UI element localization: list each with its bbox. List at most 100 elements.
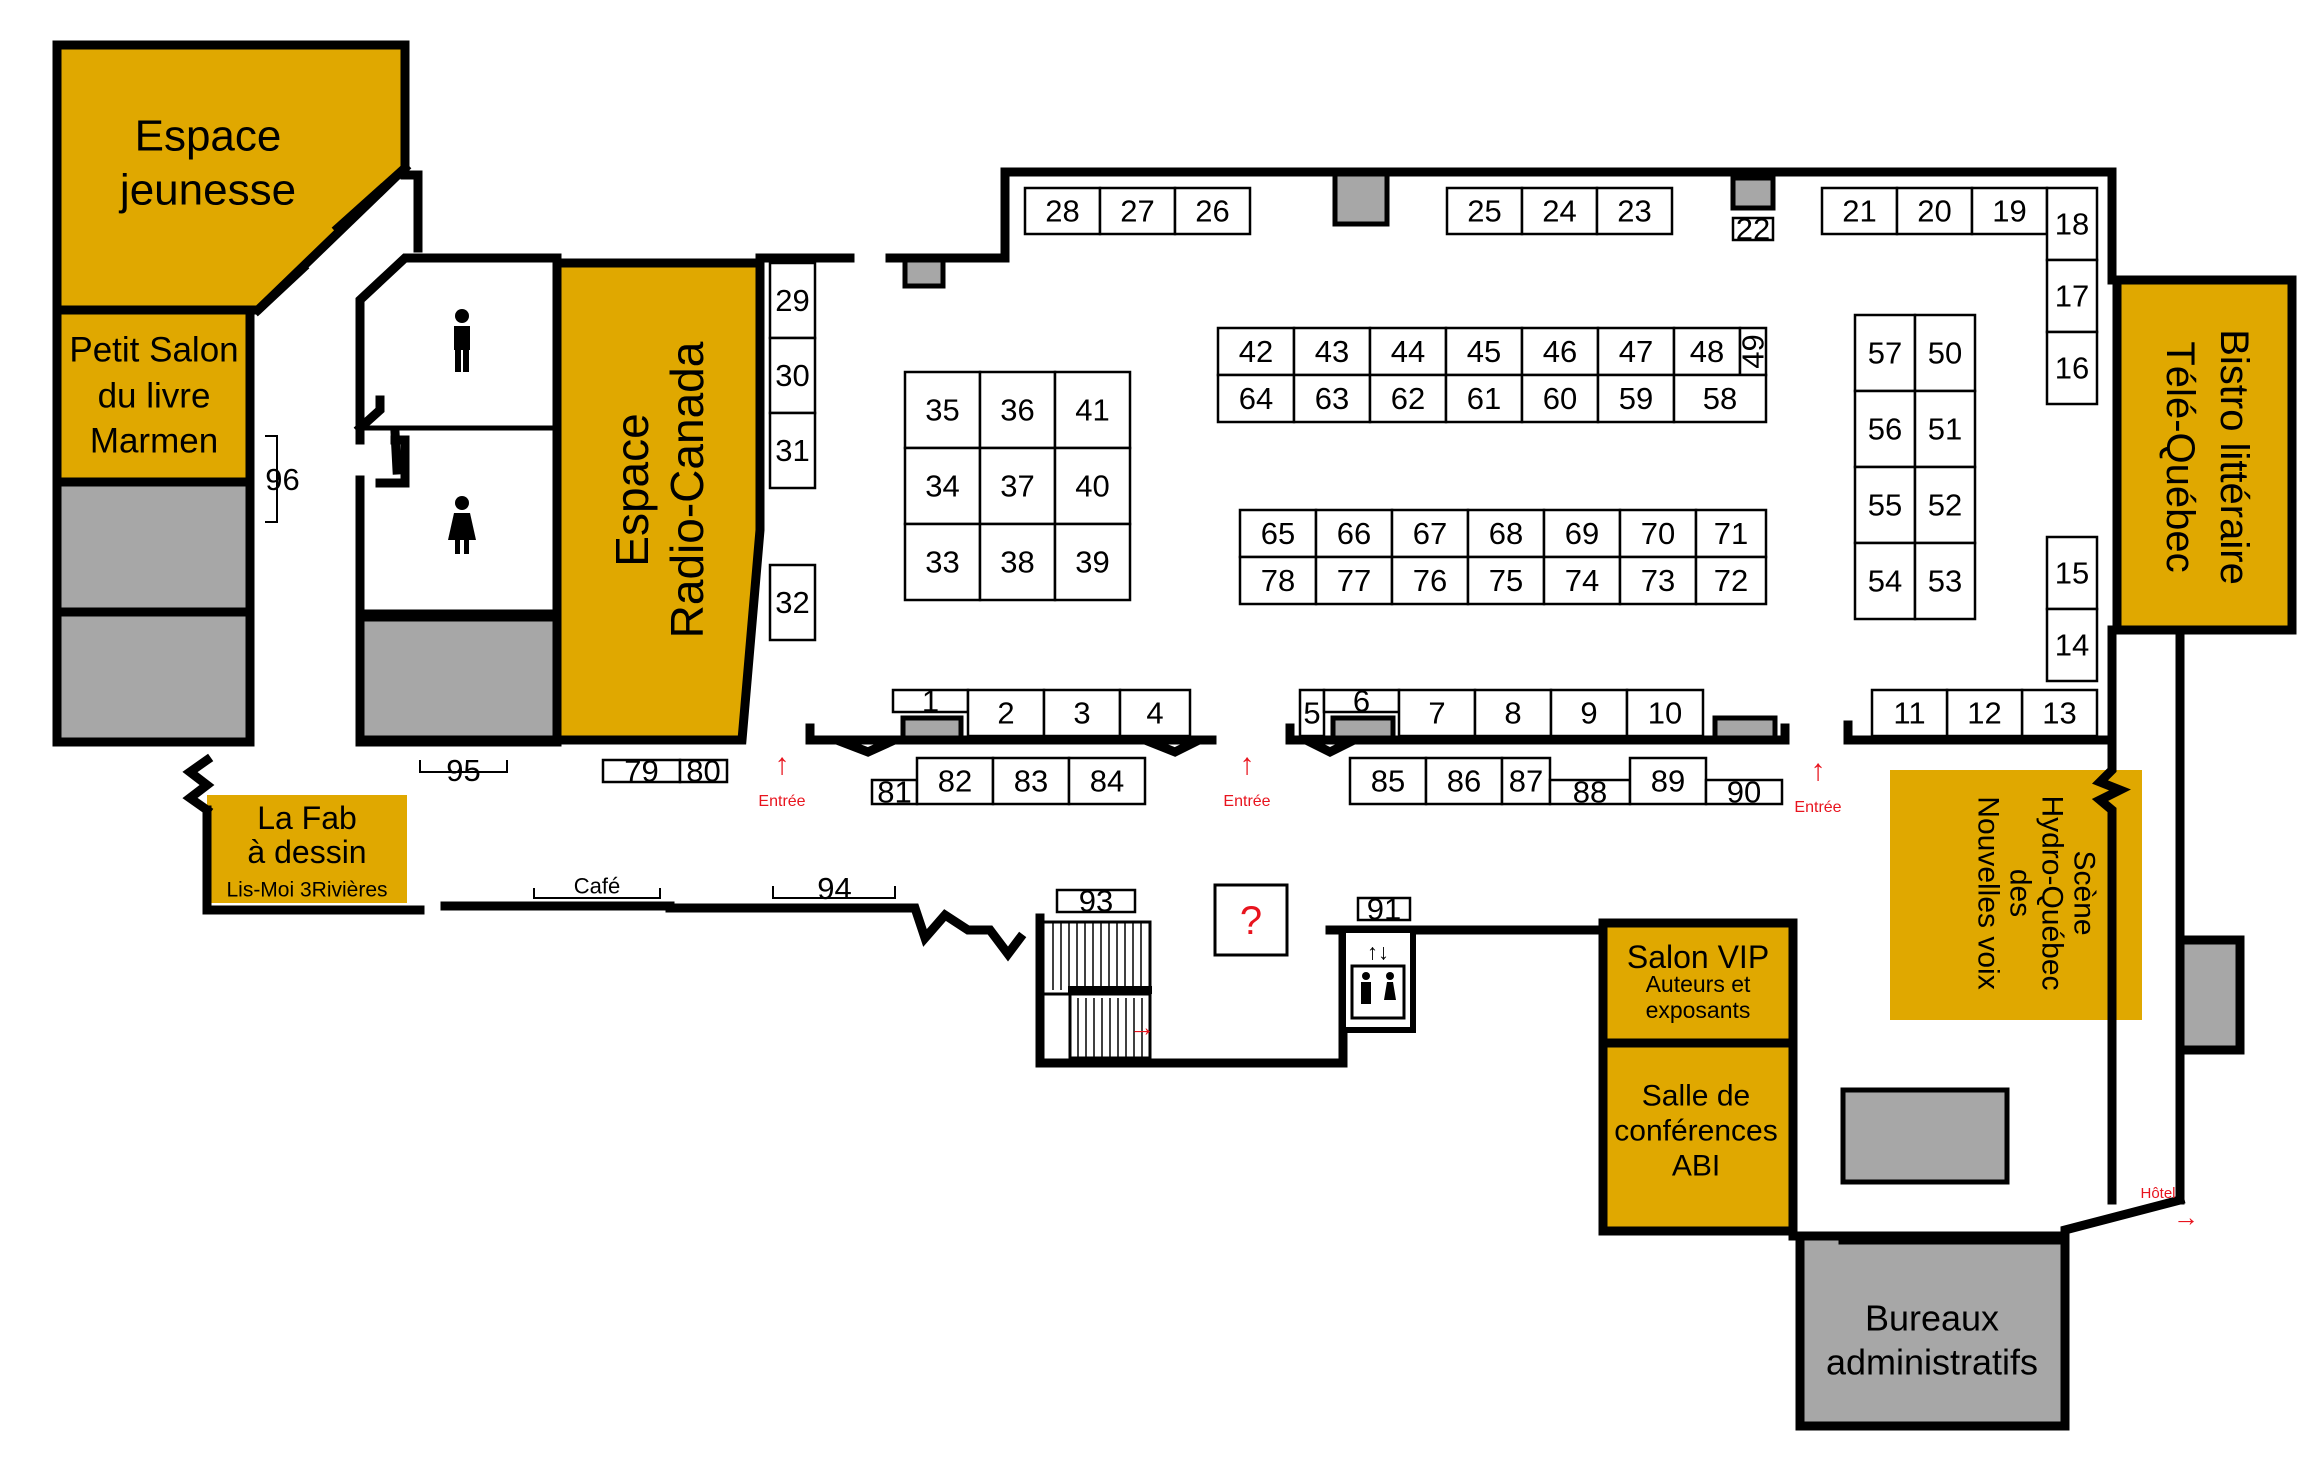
booth-34[interactable]: 34 [903,446,982,526]
booth-88[interactable]: 88 [1548,775,1632,810]
booth-55[interactable]: 55 [1853,465,1917,545]
booth-44[interactable]: 44 [1368,326,1448,377]
booth-84[interactable]: 84 [1067,756,1147,806]
booth-33[interactable]: 33 [903,522,982,602]
booth-96[interactable]: 96 [265,462,299,497]
booth-40[interactable]: 40 [1053,446,1132,526]
booth-91[interactable]: 91 [1356,892,1412,927]
booth-43[interactable]: 43 [1292,326,1372,377]
booth-95[interactable]: 95 [446,753,480,788]
booth-16[interactable]: 16 [2045,330,2099,406]
booth-76[interactable]: 76 [1390,555,1470,606]
booth-59[interactable]: 59 [1596,373,1676,424]
booth-89[interactable]: 89 [1628,756,1708,806]
booth-8[interactable]: 8 [1473,688,1553,738]
booth-87[interactable]: 87 [1500,756,1552,806]
booth-90[interactable]: 90 [1704,775,1784,810]
booth-62[interactable]: 62 [1368,373,1448,424]
booth-60[interactable]: 60 [1520,373,1600,424]
booth-51[interactable]: 51 [1913,389,1977,469]
zone-salle-conferences[interactable] [1598,1038,1798,1236]
zone-bistro[interactable] [2112,275,2297,635]
booth-57[interactable]: 57 [1853,313,1917,393]
booth-37[interactable]: 37 [978,446,1057,526]
booth-3[interactable]: 3 [1042,688,1122,738]
booth-24[interactable]: 24 [1520,186,1599,236]
booth-53[interactable]: 53 [1913,541,1977,621]
booth-2[interactable]: 2 [966,688,1046,738]
info-desk[interactable] [1213,883,1289,957]
zone-radio-canada[interactable] [552,258,765,745]
booth-94[interactable]: 94 [817,871,851,906]
booth-80[interactable]: 80 [678,754,729,789]
zone-petit-salon[interactable] [52,305,255,487]
booth-23[interactable]: 23 [1595,186,1674,236]
booth-15[interactable]: 15 [2045,535,2099,611]
booth-64[interactable]: 64 [1216,373,1296,424]
booth-49[interactable]: 49 [1736,326,1771,377]
booth-61[interactable]: 61 [1444,373,1524,424]
booth-27[interactable]: 27 [1098,186,1177,236]
booth-63[interactable]: 63 [1292,373,1372,424]
booth-13[interactable]: 13 [2020,688,2099,738]
booth-71[interactable]: 71 [1694,508,1768,559]
booth-5[interactable]: 5 [1298,688,1326,738]
booth-74[interactable]: 74 [1542,555,1622,606]
booth-68[interactable]: 68 [1466,508,1546,559]
booth-56[interactable]: 56 [1853,389,1917,469]
booth-19[interactable]: 19 [1970,186,2049,236]
booth-70[interactable]: 70 [1618,508,1698,559]
booth-26[interactable]: 26 [1173,186,1252,236]
booth-65[interactable]: 65 [1238,508,1318,559]
booth-66[interactable]: 66 [1314,508,1394,559]
booth-17[interactable]: 17 [2045,258,2099,334]
booth-58[interactable]: 58 [1672,373,1768,424]
booth-1[interactable]: 1 [891,684,970,719]
booth-9[interactable]: 9 [1549,688,1629,738]
booth-20[interactable]: 20 [1895,186,1974,236]
booth-46[interactable]: 46 [1520,326,1600,377]
booth-28[interactable]: 28 [1023,186,1102,236]
booth-48[interactable]: 48 [1672,326,1742,377]
booth-29[interactable]: 29 [768,261,817,340]
booth-39[interactable]: 39 [1053,522,1132,602]
booth-85[interactable]: 85 [1348,756,1428,806]
booth-67[interactable]: 67 [1390,508,1470,559]
booth-41[interactable]: 41 [1053,370,1132,450]
booth-45[interactable]: 45 [1444,326,1524,377]
booth-77[interactable]: 77 [1314,555,1394,606]
booth-93[interactable]: 93 [1055,884,1137,919]
booth-73[interactable]: 73 [1618,555,1698,606]
booth-22[interactable]: 22 [1731,212,1775,247]
booth-11[interactable]: 11 [1870,688,1949,738]
booth-35[interactable]: 35 [903,370,982,450]
booth-75[interactable]: 75 [1466,555,1546,606]
booth-6[interactable]: 6 [1322,684,1401,719]
zone-scene[interactable] [1890,770,2142,1020]
booth-82[interactable]: 82 [915,756,995,806]
booth-14[interactable]: 14 [2045,607,2099,683]
booth-32[interactable]: 32 [768,563,817,642]
booth-18[interactable]: 18 [2045,186,2099,262]
booth-12[interactable]: 12 [1945,688,2024,738]
booth-69[interactable]: 69 [1542,508,1622,559]
booth-10[interactable]: 10 [1625,688,1705,738]
booth-47[interactable]: 47 [1596,326,1676,377]
zone-la-fab[interactable] [207,795,407,903]
booth-31[interactable]: 31 [768,411,817,490]
booth-78[interactable]: 78 [1238,555,1318,606]
booth-50[interactable]: 50 [1913,313,1977,393]
booth-25[interactable]: 25 [1445,186,1524,236]
zone-bureaux[interactable] [1795,1231,2070,1431]
booth-86[interactable]: 86 [1424,756,1504,806]
booth-7[interactable]: 7 [1397,688,1477,738]
booth-38[interactable]: 38 [978,522,1057,602]
booth-52[interactable]: 52 [1913,465,1977,545]
booth-54[interactable]: 54 [1853,541,1917,621]
booth-42[interactable]: 42 [1216,326,1296,377]
booth-72[interactable]: 72 [1694,555,1768,606]
booth-36[interactable]: 36 [978,370,1057,450]
booth-83[interactable]: 83 [991,756,1071,806]
booth-81[interactable]: 81 [870,775,919,810]
booth-4[interactable]: 4 [1118,688,1192,738]
